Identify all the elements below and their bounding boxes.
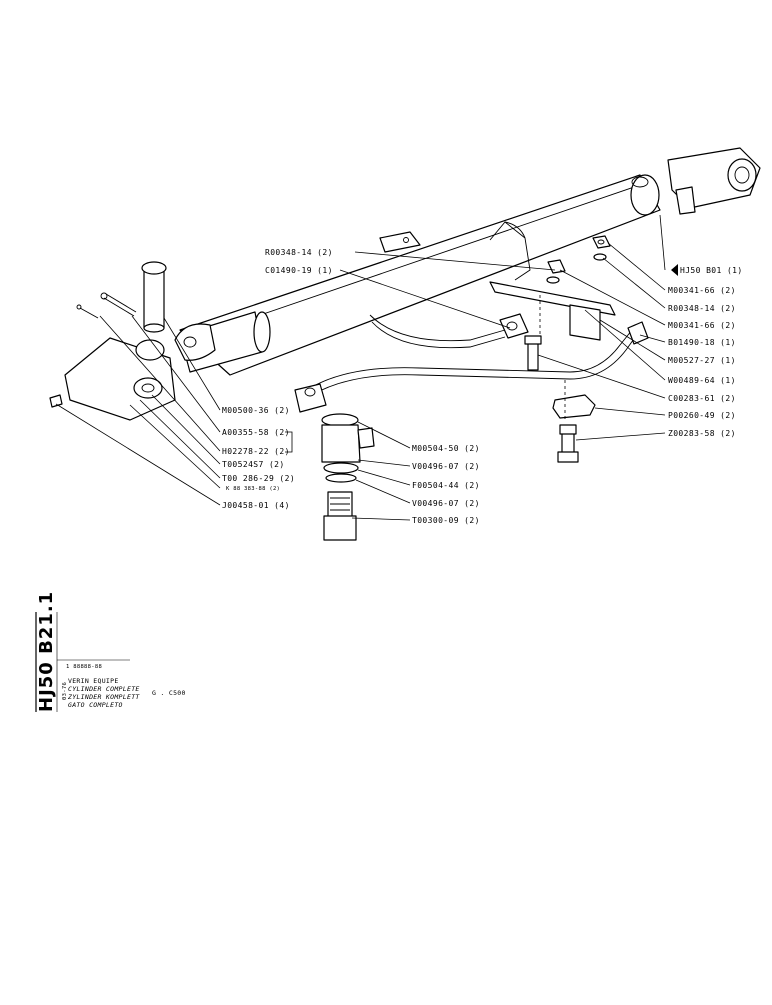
label-m00527: M00527-27 (1): [668, 356, 736, 365]
leader-lines: [55, 214, 666, 521]
label-k88383: K 88 383-88 (2): [226, 486, 280, 492]
label-v00496-a: V00496-07 (2): [412, 462, 480, 471]
fitting-assembly: [321, 413, 375, 541]
label-m00500: M00500-36 (2): [222, 406, 290, 415]
hydraulic-tubes: [309, 313, 649, 396]
rod-end-clevis: [174, 311, 271, 373]
labels-left: M00500-36 (2) A00355-58 (2) H02278-22 (2…: [222, 406, 295, 510]
label-a00355: A00355-58 (2): [222, 428, 290, 437]
title-fr: VERIN EQUIPE: [68, 677, 119, 685]
model-code: G . C500: [152, 689, 186, 697]
label-h02278: H02278-22 (2): [222, 447, 290, 456]
drawing-code: HJ50 B21.1: [36, 591, 57, 712]
label-m00341-a: M00341-66 (2): [668, 286, 736, 295]
label-w00489: W00489-64 (1): [668, 376, 736, 385]
split-pin: [76, 304, 99, 319]
labels-right: HJ50 B01 (1) M00341-66 (2) R00348-14 (2)…: [668, 266, 743, 438]
labels-center: M00504-50 (2) V00496-07 (2) F00504-44 (2…: [412, 444, 480, 525]
label-hj50b01: HJ50 B01 (1): [680, 266, 743, 275]
label-t00286: T00 286-29 (2): [222, 474, 295, 483]
meta-text: 1 88888-88: [66, 664, 102, 670]
label-c01490: C01490-19 (1): [265, 266, 333, 275]
label-t00300: T00300-09 (2): [412, 516, 480, 525]
label-b01490: B01490-18 (1): [668, 338, 736, 347]
label-z00283: Z00283-58 (2): [668, 429, 736, 438]
label-v00496-b: V00496-07 (2): [412, 499, 480, 508]
drawing-date: 03-76: [62, 682, 68, 700]
label-r00348: R00348-14 (2): [668, 304, 736, 313]
bracket-plate: [379, 231, 616, 341]
labels-top-left: R00348-14 (2) C01490-19 (1): [265, 248, 333, 275]
label-t00524: T00524S7 (2): [222, 460, 285, 469]
cylinder-head-HJ50B01: [667, 147, 761, 215]
title-es: GATO COMPLETO: [68, 701, 123, 709]
label-p00260: P00260-49 (2): [668, 411, 736, 420]
label-c00283: C00283-61 (2): [668, 394, 736, 403]
tube-block: [294, 383, 327, 413]
arrow-marker: [671, 264, 678, 276]
title-block: HJ50 B21.1 03-76 1 88888-88 VERIN EQUIPE…: [35, 591, 186, 712]
label-r00348-top: R00348-14 (2): [265, 248, 333, 257]
title-en: CYLINDER COMPLETE: [68, 685, 140, 693]
cotter-pin: [100, 292, 137, 317]
label-j00458: J00458-01 (4): [222, 501, 290, 510]
bracket-marker: [285, 431, 293, 453]
clevis-mount: [49, 337, 176, 421]
label-m00504: M00504-50 (2): [412, 444, 480, 453]
label-m00341-b: M00341-66 (2): [668, 321, 736, 330]
hardware-right: [524, 235, 611, 463]
cylinder-body: [179, 174, 661, 376]
title-de: ZYLINDER KOMPLETT: [67, 693, 140, 701]
label-f00504: F00504-44 (2): [412, 481, 480, 490]
pin-M00500: [141, 261, 167, 333]
